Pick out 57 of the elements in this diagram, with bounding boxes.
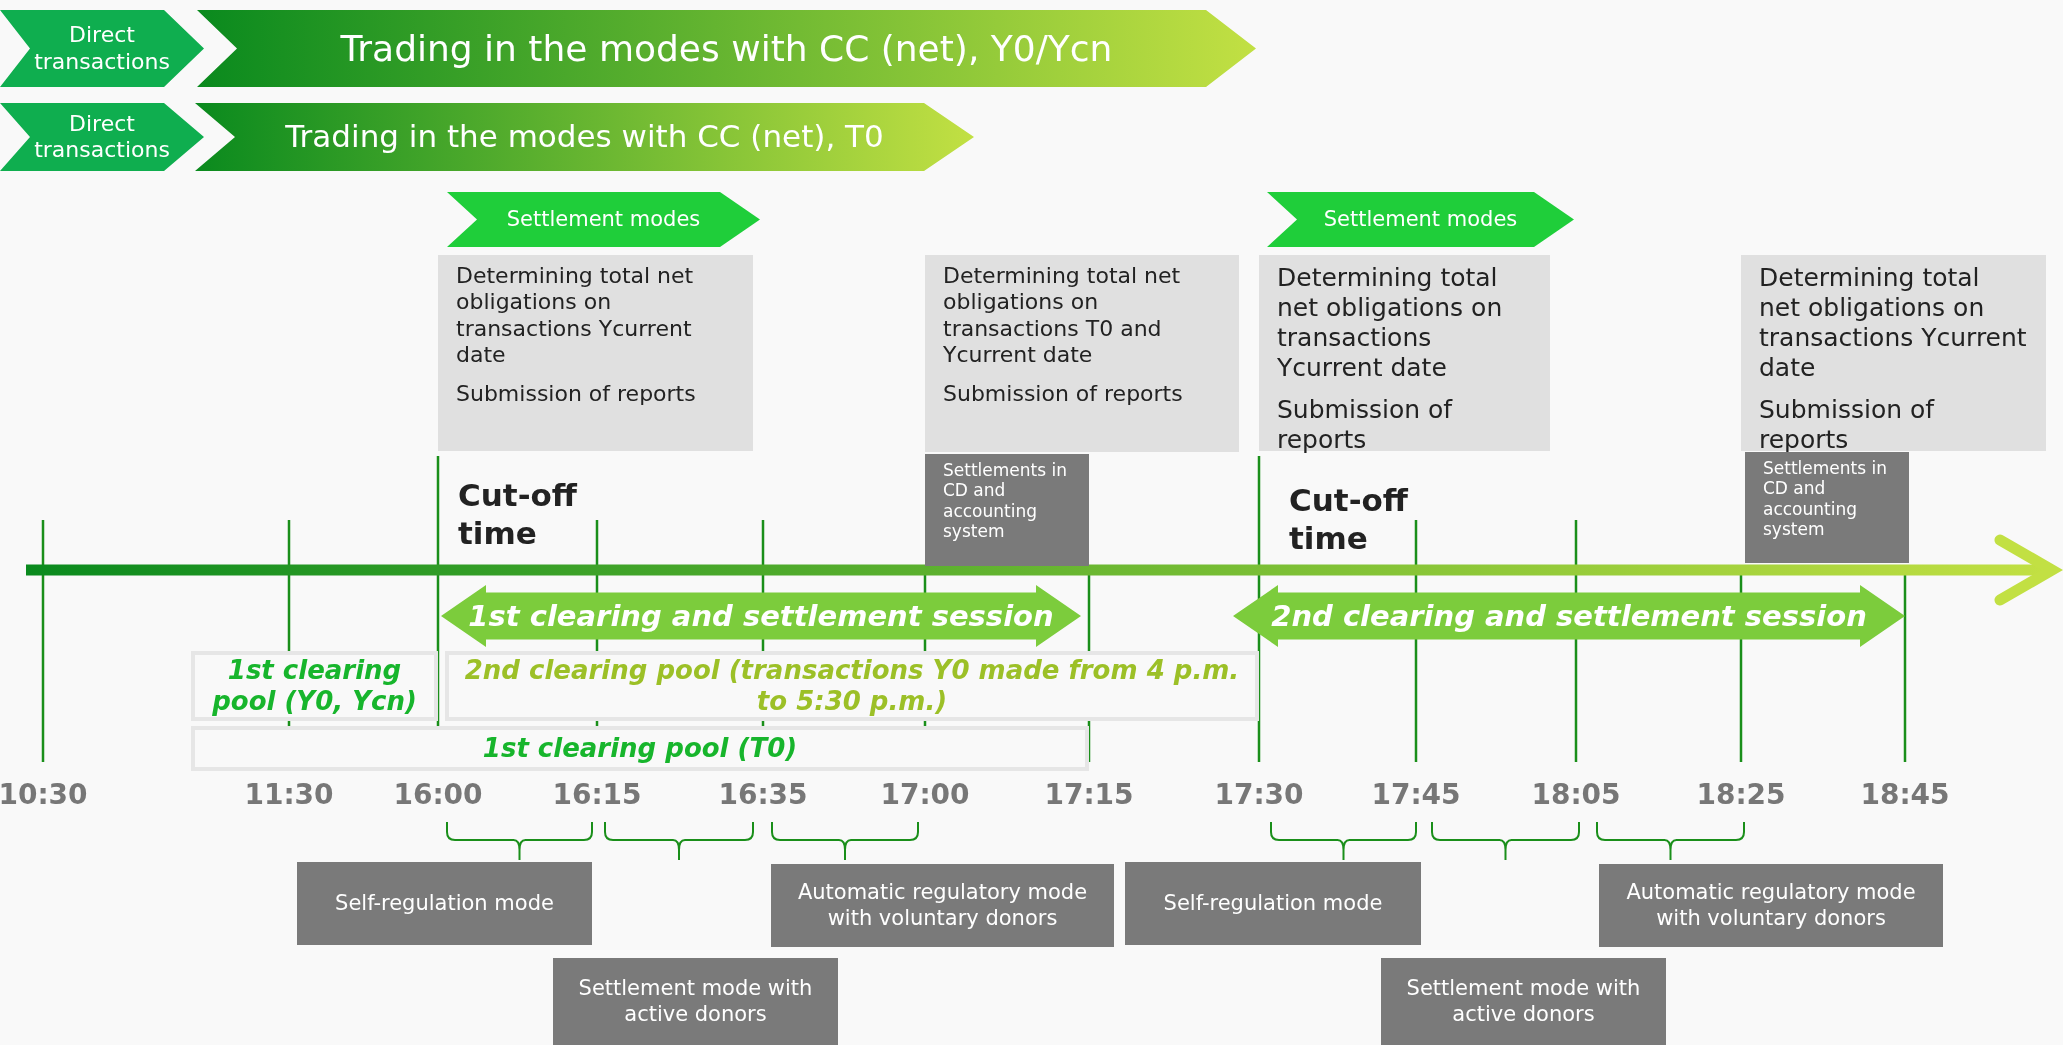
note-box (925, 454, 1089, 566)
node-text: 1st clearing pool (Y0, Ycn) (211, 654, 418, 718)
node-subtext: Submission of reports (1759, 395, 1936, 455)
node-text: 2nd clearing pool (transactions Y0 made from 4 p.m. to 5:30 p.m.) (463, 654, 1241, 718)
cut-off-label: Cut-off time (1289, 481, 1409, 557)
cut-off-label: Cut-off time (458, 476, 578, 552)
chevron-tag (0, 10, 204, 87)
mode-box (1599, 864, 1943, 947)
time-label: 17:15 (1043, 778, 1135, 811)
mode-box (553, 958, 838, 1045)
node-text: Determining total net obligations on transactions T0 and Ycurrent date (943, 263, 1182, 369)
time-label: 17:45 (1370, 778, 1462, 811)
node-text: Direct transactions (33, 110, 171, 164)
node-text: Trading in the modes with CC (net), T0 (284, 118, 885, 156)
mode-box (1381, 958, 1666, 1045)
node-text: 1st clearing pool (T0) (481, 732, 799, 765)
node-text: Settlement modes (505, 206, 702, 233)
time-label: 17:30 (1213, 778, 1305, 811)
time-label: 17:00 (879, 778, 971, 811)
node-text: Automatic regulatory mode with voluntary donors (796, 880, 1089, 931)
node-text: Determining total net obligations on transactions Ycurrent date (1759, 263, 2028, 383)
node-subtext: Submission of reports (456, 380, 697, 407)
pool-frame (191, 726, 1089, 771)
node-text: Settlements in CD and accounting system (1763, 458, 1888, 540)
info-panel (1741, 255, 2046, 451)
note-box (1745, 452, 1909, 563)
node-text: Determining total net obligations on transactions Ycurrent date (1277, 263, 1504, 383)
time-label: 18:05 (1530, 778, 1622, 811)
time-label: 16:35 (717, 778, 809, 811)
info-panel (925, 255, 1239, 452)
mode-box (297, 862, 592, 945)
pool-frame (191, 651, 438, 721)
mode-box (1125, 862, 1421, 945)
node-text: Settlement mode with active donors (1405, 976, 1642, 1027)
time-label: 18:25 (1695, 778, 1787, 811)
node-text: 2nd clearing and settlement session (1270, 598, 1868, 634)
node-text: Automatic regulatory mode with voluntary donors (1625, 880, 1917, 931)
info-panel (438, 255, 753, 451)
node-text: Settlement modes (1322, 206, 1519, 233)
node-text: 1st clearing and settlement session (467, 598, 1055, 634)
node-text: Self-regulation mode (334, 890, 555, 917)
mode-box (771, 864, 1114, 947)
node-text: Settlement mode with active donors (577, 976, 814, 1027)
node-subtext: Submission of reports (1277, 395, 1454, 455)
node-text: Self-regulation mode (1162, 890, 1384, 917)
node-text: Settlements in CD and accounting system (943, 460, 1068, 542)
node-subtext: Submission of reports (943, 380, 1184, 407)
info-panel (1259, 255, 1550, 451)
time-label: 10:30 (0, 778, 89, 811)
chevron-tag (0, 103, 204, 171)
time-label: 16:00 (392, 778, 484, 811)
node-text: Direct transactions (33, 22, 171, 75)
time-label: 18:45 (1859, 778, 1951, 811)
time-label: 11:30 (243, 778, 335, 811)
time-label: 16:15 (551, 778, 643, 811)
node-text: Determining total net obligations on transactions Ycurrent date (456, 263, 695, 369)
node-text: Trading in the modes with CC (net), Y0/Ycn (339, 26, 1114, 71)
